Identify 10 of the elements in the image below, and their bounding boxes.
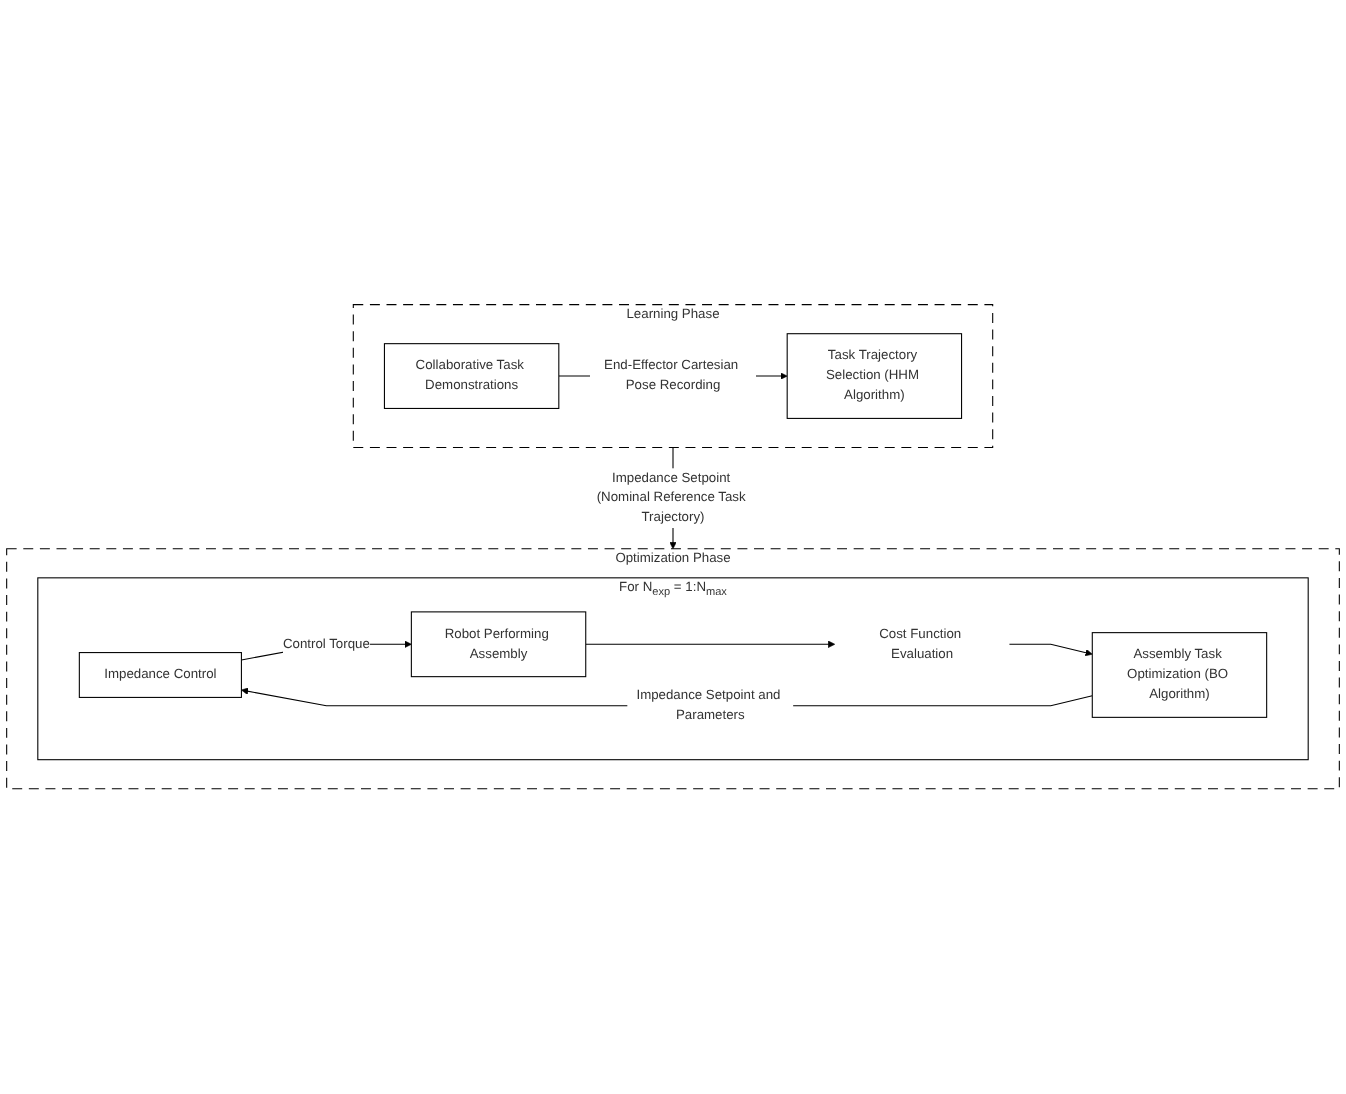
arrow [585,640,836,649]
node-box [78,652,242,699]
node-box [1091,632,1268,719]
arrow [1008,644,1093,657]
node-box [383,343,560,410]
node-box [786,333,963,420]
cluster [352,304,994,449]
cluster [6,548,1340,790]
cluster [37,577,1309,761]
node-box [410,611,587,678]
